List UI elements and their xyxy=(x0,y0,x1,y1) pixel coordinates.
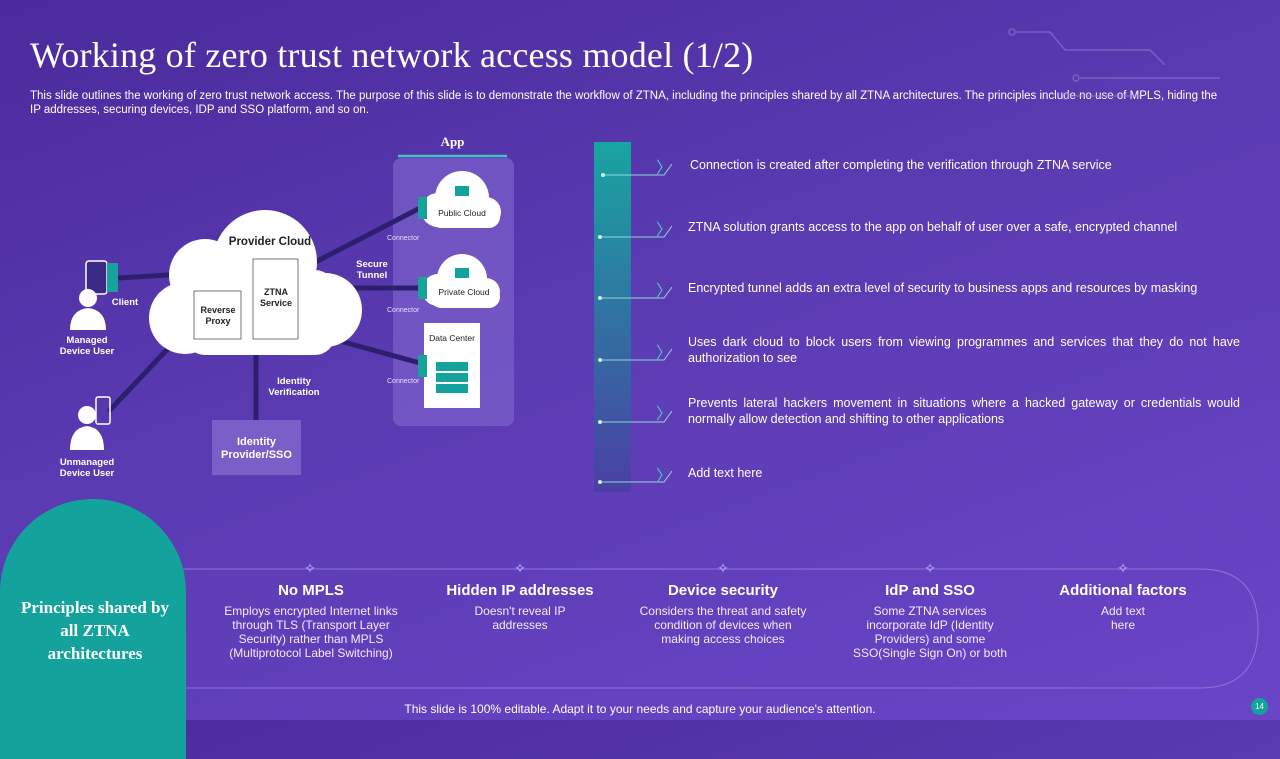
public-cloud-connector xyxy=(418,197,427,219)
managed-user-label: Managed Device User xyxy=(59,335,115,357)
client-label: Client xyxy=(111,297,139,308)
cloud-small-icon xyxy=(455,186,469,278)
principles-badge xyxy=(0,499,186,759)
principle-icon: ✧ xyxy=(304,560,316,576)
connector-label: Connector xyxy=(387,378,420,385)
step-2-text: ZTNA solution grants access to the app o… xyxy=(688,220,1178,234)
ztna-service-label: ZTNA Service xyxy=(259,287,293,308)
principle-3-text: Considers the threat and safety conditio… xyxy=(639,604,807,646)
phone-icon xyxy=(85,260,108,295)
step-4-text: Uses dark cloud to block users from view… xyxy=(688,335,1240,365)
user-icon xyxy=(70,289,106,330)
principle-5-heading: Additional factors xyxy=(1059,582,1187,599)
chevron-right-icon: 〉 xyxy=(656,468,673,485)
identity-provider-box xyxy=(212,420,301,475)
secure-tunnel-label: Secure Tunnel xyxy=(356,259,388,281)
identity-verification-label: Identity Verification xyxy=(268,376,320,398)
principle-2-text: Doesn't reveal IP addresses xyxy=(474,604,566,632)
principle-2-heading: Hidden IP addresses xyxy=(446,582,594,599)
principle-3-heading: Device security xyxy=(667,582,779,599)
chevron-right-icon: 〉 xyxy=(656,283,673,300)
principle-icon: ✧ xyxy=(1117,560,1129,576)
unmanaged-user-label: Unmanaged Device User xyxy=(59,457,115,479)
data-center-connector xyxy=(418,355,427,377)
principles-title: Principles shared by all ZTNA architectu… xyxy=(21,598,169,663)
principle-icon: ✧ xyxy=(924,560,936,576)
step-5-text: Prevents lateral hackers movement in sit… xyxy=(688,396,1240,426)
private-cloud-connector xyxy=(418,277,427,299)
page-number: 14 xyxy=(1251,698,1268,715)
steps-connectors xyxy=(598,163,673,484)
connector-label: Connector xyxy=(387,307,420,314)
provider-cloud-label: Provider Cloud xyxy=(228,236,312,248)
chevron-right-icon: 〉 xyxy=(656,345,673,362)
ztna-diagram xyxy=(70,154,514,475)
chevron-right-icon: 〉 xyxy=(656,222,673,239)
principles-frame xyxy=(180,568,1259,689)
step-6-text: Add text here xyxy=(688,466,763,480)
footer-note: This slide is 100% editable. Adapt it to… xyxy=(404,702,876,716)
client-connector xyxy=(107,263,118,292)
principle-1-heading: No MPLS xyxy=(278,582,344,599)
step-3-text: Encrypted tunnel adds an extra level of … xyxy=(688,281,1198,295)
cloud-icon xyxy=(422,254,500,308)
steps-timeline-bar xyxy=(594,142,631,492)
step-1-text: Connection is created after completing t… xyxy=(690,158,1112,172)
ztna-service-box xyxy=(252,258,299,340)
public-cloud-label: Public Cloud xyxy=(438,208,486,218)
principle-4-text: Some ZTNA services incorporate IdP (Iden… xyxy=(852,604,1008,660)
chevron-right-icon: 〉 xyxy=(656,160,673,177)
principle-5-text: Add text here xyxy=(1100,604,1146,632)
principle-4-heading: IdP and SSO xyxy=(885,582,975,599)
slide-title: Working of zero trust network access mod… xyxy=(30,35,754,75)
data-center-label: Data Center xyxy=(429,333,475,343)
connector-label: Connector xyxy=(387,235,420,242)
user-icon xyxy=(70,406,104,450)
slide-subtitle: This slide outlines the working of zero … xyxy=(30,90,1218,116)
cloud-icon xyxy=(421,171,501,228)
principle-icon: ✧ xyxy=(717,560,729,576)
principle-icon: ✧ xyxy=(514,560,526,576)
app-label: App xyxy=(440,134,465,149)
circuit-decoration xyxy=(1008,28,1220,100)
private-cloud-label: Private Cloud xyxy=(438,287,490,297)
server-icon xyxy=(436,362,468,393)
phone-icon xyxy=(95,396,111,425)
identity-provider-label: Identity Provider/SSO xyxy=(221,436,292,461)
reverse-proxy-box xyxy=(193,290,242,340)
chevron-right-icon: 〉 xyxy=(656,406,673,423)
principle-1-text: Employs encrypted Internet links through… xyxy=(224,604,398,660)
reverse-proxy-label: Reverse Proxy xyxy=(200,305,236,326)
